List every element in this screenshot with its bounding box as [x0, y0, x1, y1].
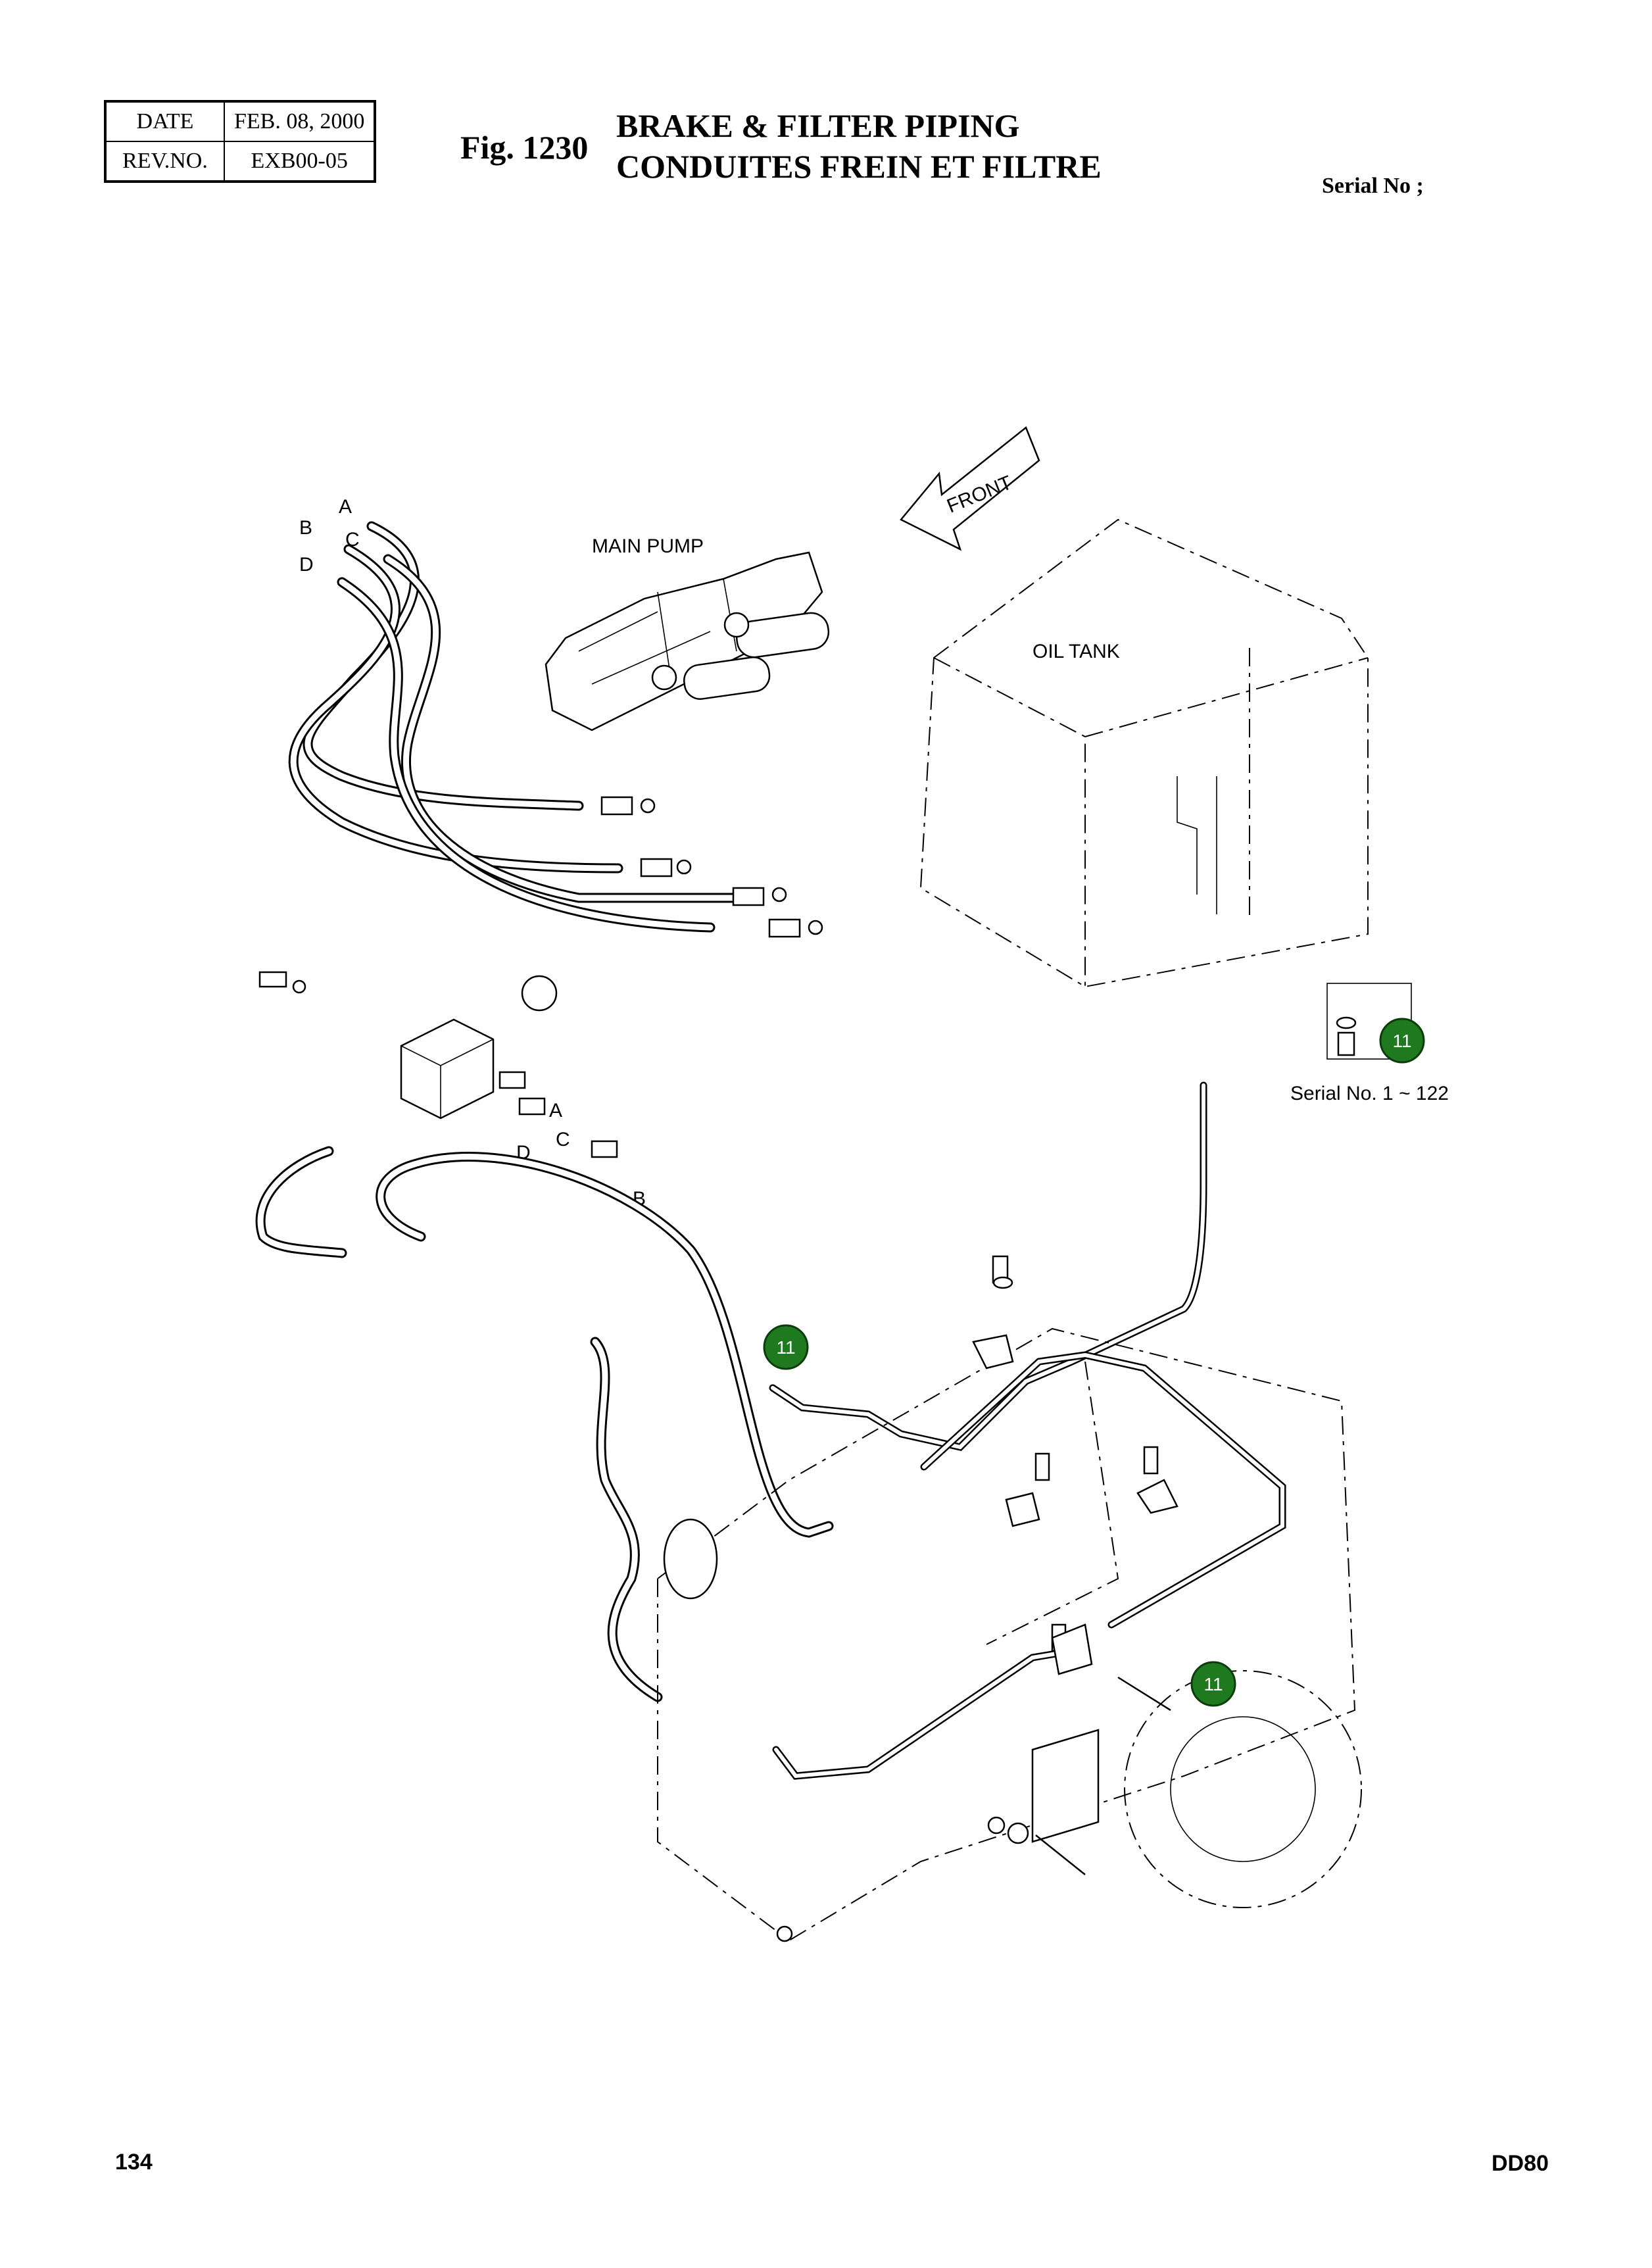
date-value: FEB. 08, 2000: [223, 101, 376, 142]
figure-number: Fig. 1230: [460, 129, 589, 166]
port-label-d-top: D: [299, 554, 314, 576]
mid-hoses: [255, 1146, 834, 1702]
clips-and-bolts: [776, 1255, 1178, 1942]
port-label-a-top: A: [339, 496, 352, 518]
front-arrow: FRONT: [900, 426, 1040, 551]
title-french: CONDUITES FREIN ET FILTRE: [616, 148, 1102, 185]
rev-label: REV.NO.: [105, 141, 225, 182]
port-label-b-top: B: [299, 517, 312, 539]
date-row: DATE FEB. 08, 2000: [105, 101, 376, 142]
oil-tank-label: OIL TANK: [1032, 641, 1120, 662]
serial-range-label: Serial No. 1 ~ 122: [1290, 1083, 1449, 1104]
upper-fittings: [600, 796, 823, 938]
serial-label: Serial No ;: [1322, 174, 1424, 198]
chassis-frame: [657, 1327, 1362, 1941]
port-label-a-mid: A: [549, 1100, 562, 1122]
port-label-c-mid: C: [556, 1129, 570, 1150]
main-pump: MAIN PUMP: [545, 535, 830, 731]
serial-inset: Serial No. 1 ~ 122: [1290, 983, 1449, 1104]
oil-tank: OIL TANK: [919, 518, 1369, 988]
model-code: DD80: [1492, 2151, 1549, 2176]
port-label-c-top: C: [345, 529, 360, 551]
callout-11-upper[interactable]: 11: [1379, 1018, 1425, 1064]
callout-11-lower-text: 11: [1203, 1674, 1223, 1694]
main-pump-label: MAIN PUMP: [592, 535, 704, 557]
callout-11-lower[interactable]: 11: [1190, 1661, 1236, 1707]
callout-11-middle-text: 11: [776, 1337, 795, 1358]
title-english: BRAKE & FILTER PIPING: [616, 107, 1020, 144]
revision-table: DATE FEB. 08, 2000 REV.NO. EXB00-05: [104, 100, 377, 183]
valve-block: A C D B: [258, 971, 646, 1210]
page-number: 134: [115, 2150, 153, 2175]
callout-11-upper-text: 11: [1392, 1031, 1411, 1051]
upper-hose-bundle: A B C D: [288, 496, 742, 933]
date-label: DATE: [105, 101, 225, 142]
callout-11-middle[interactable]: 11: [763, 1324, 809, 1370]
rev-row: REV.NO. EXB00-05: [105, 141, 376, 182]
rev-value: EXB00-05: [223, 141, 376, 182]
steel-tubes: [769, 1081, 1286, 1780]
